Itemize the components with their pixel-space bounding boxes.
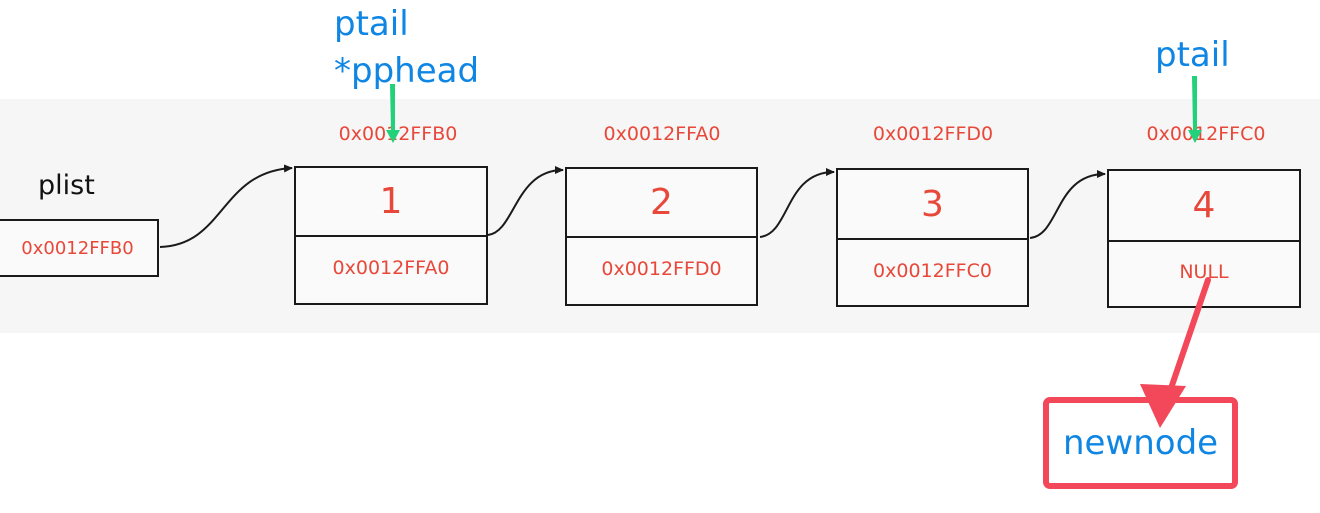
list-node: 3 0x0012FFC0	[836, 168, 1029, 307]
node-value: 4	[1109, 171, 1299, 242]
pointer-arrow-green	[1188, 76, 1202, 143]
node-value: 1	[296, 168, 486, 237]
pointer-arrow-green	[386, 84, 400, 143]
newnode-arrow	[1164, 277, 1211, 403]
ptail-label-right: ptail	[1155, 35, 1230, 75]
node-next: NULL	[1179, 261, 1229, 283]
node-address: 0x0012FFA0	[603, 123, 721, 145]
newnode-arrowhead	[1140, 384, 1186, 428]
newnode-label: newnode	[1062, 423, 1219, 463]
list-node: 2 0x0012FFD0	[565, 167, 758, 306]
pphead-label: *pphead	[334, 51, 480, 91]
link-arrow	[159, 164, 293, 248]
link-arrow	[1029, 170, 1106, 239]
node-value: 3	[838, 170, 1027, 240]
node-address: 0x0012FFD0	[872, 123, 994, 145]
node-address: 0x0012FFB0	[338, 123, 458, 145]
node-next: 0x0012FFC0	[873, 259, 992, 282]
link-arrow	[759, 168, 835, 238]
ptail-label-left: ptail	[334, 4, 409, 44]
node-next: 0x0012FFD0	[601, 258, 722, 280]
newnode-box: newnode	[1043, 397, 1238, 489]
plist-label: plist	[38, 170, 95, 201]
list-node: 1 0x0012FFA0	[294, 166, 488, 305]
link-arrow	[487, 166, 564, 236]
plist-box: 0x0012FFB0	[0, 219, 159, 277]
node-next: 0x0012FFA0	[332, 257, 450, 279]
node-value: 2	[567, 169, 756, 238]
node-address: 0x0012FFC0	[1146, 123, 1266, 145]
